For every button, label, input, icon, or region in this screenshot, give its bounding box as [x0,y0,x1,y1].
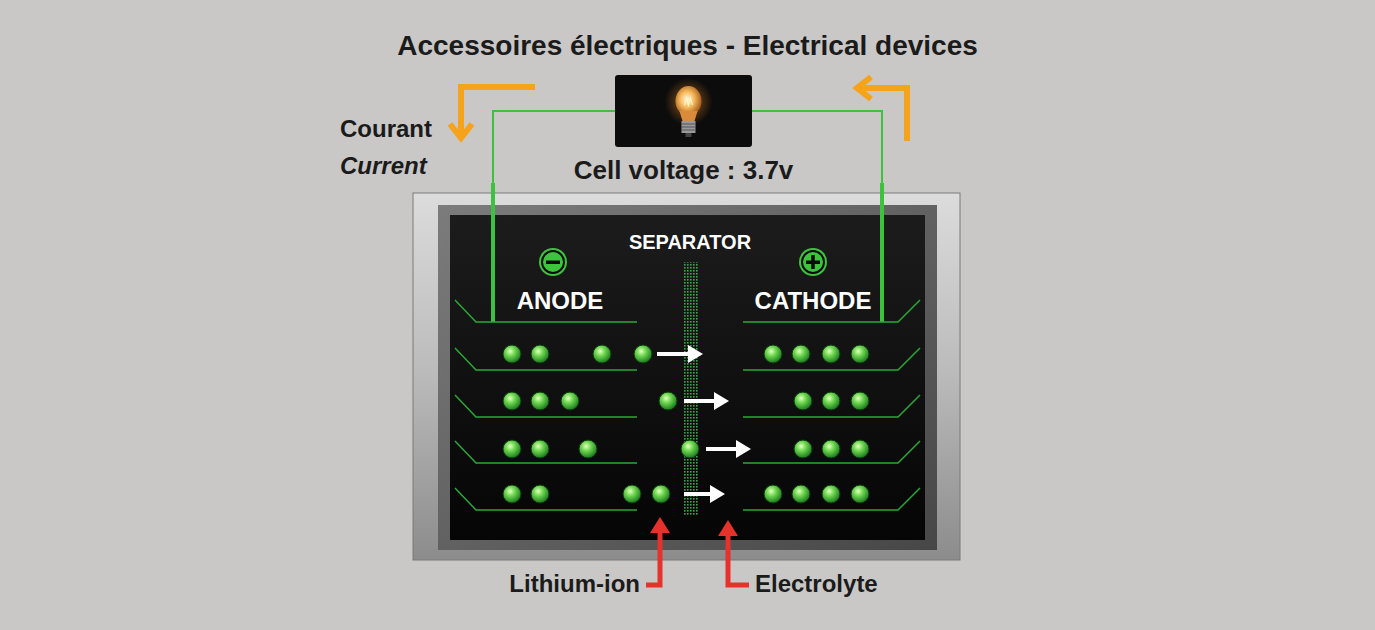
terminal-ring [542,251,564,273]
current-label: Current [340,154,427,178]
ion [822,485,840,503]
flow-arrow-shaft [684,399,716,403]
voltage-label: Cell voltage : 3.7v [574,157,794,183]
ion [531,440,549,458]
bulb-neck [680,111,698,121]
flow-arrow-shaft [706,447,738,451]
ion [593,345,611,363]
anode-plate [455,441,637,463]
ion [851,345,869,363]
separator-label: SEPARATOR [629,232,751,252]
current-arrow-head [857,77,871,99]
cathode-wire [880,183,884,322]
ion [822,392,840,410]
minus-symbol [546,261,560,265]
anode-wire [491,183,495,322]
flow-arrow-shaft [657,352,690,356]
callout-label: Lithium-ion [509,572,640,596]
leader-arrow-head [718,520,738,536]
ion [792,485,810,503]
flow-arrow-head [710,485,725,503]
terminal-ring [802,251,824,273]
current-arrow-head [450,124,472,138]
ion [623,485,641,503]
leader-line [646,530,660,585]
connectors [493,111,882,193]
bulb-thread [682,127,696,128]
flow-arrow-head [714,392,729,410]
negative-terminal [539,248,567,276]
diagram-title: Accessoires électriques - Electrical dev… [0,32,1375,60]
bulb-thread [682,124,696,125]
plus-symbol [811,255,815,269]
ion [531,392,549,410]
current-label: Courant [340,117,432,141]
positive-terminal [799,248,827,276]
ion [764,485,782,503]
flow-arrow-head [736,440,751,458]
ion [794,440,812,458]
light-bulb-icon [615,75,752,147]
device-box: Cell voltage : 3.7v [615,75,752,147]
ion-flow-arrows [657,345,751,503]
bulb-filament [685,98,693,105]
ion [794,392,812,410]
ion [822,440,840,458]
leader-line [728,533,749,585]
leader-arrow-head [650,517,670,533]
ion [681,440,699,458]
ion [503,345,521,363]
ion [503,440,521,458]
ion [822,345,840,363]
electrode-label: CATHODE [755,289,872,313]
battery-frame [413,193,960,560]
ion [659,392,677,410]
cathode-plate [743,441,920,463]
ion [634,345,652,363]
ion [531,485,549,503]
ion [503,392,521,410]
terminal-disc [799,248,827,276]
ion [531,345,549,363]
electrode-label: ANODE [517,289,604,313]
terminal-disc [539,248,567,276]
cell-interior [450,215,925,540]
bulb-glow [665,78,713,126]
callout-leaders [646,517,749,585]
ion [561,392,579,410]
ion [652,485,670,503]
ion [503,485,521,503]
bulb-tip [686,133,692,137]
bulb-base [682,121,696,133]
ion [792,345,810,363]
ion [851,392,869,410]
ion [764,345,782,363]
flow-arrow-shaft [684,492,712,496]
frame-bevel [438,205,937,550]
bulb-thread [682,130,696,131]
ion [851,440,869,458]
callout-label: Electrolyte [755,572,878,596]
ion [851,485,869,503]
flow-arrow-head [688,345,703,363]
ion [579,440,597,458]
separator-membrane [683,262,698,515]
lithium-ions [503,345,869,503]
battery-cell: SEPARATOR ANODE CATHODE [413,193,960,560]
